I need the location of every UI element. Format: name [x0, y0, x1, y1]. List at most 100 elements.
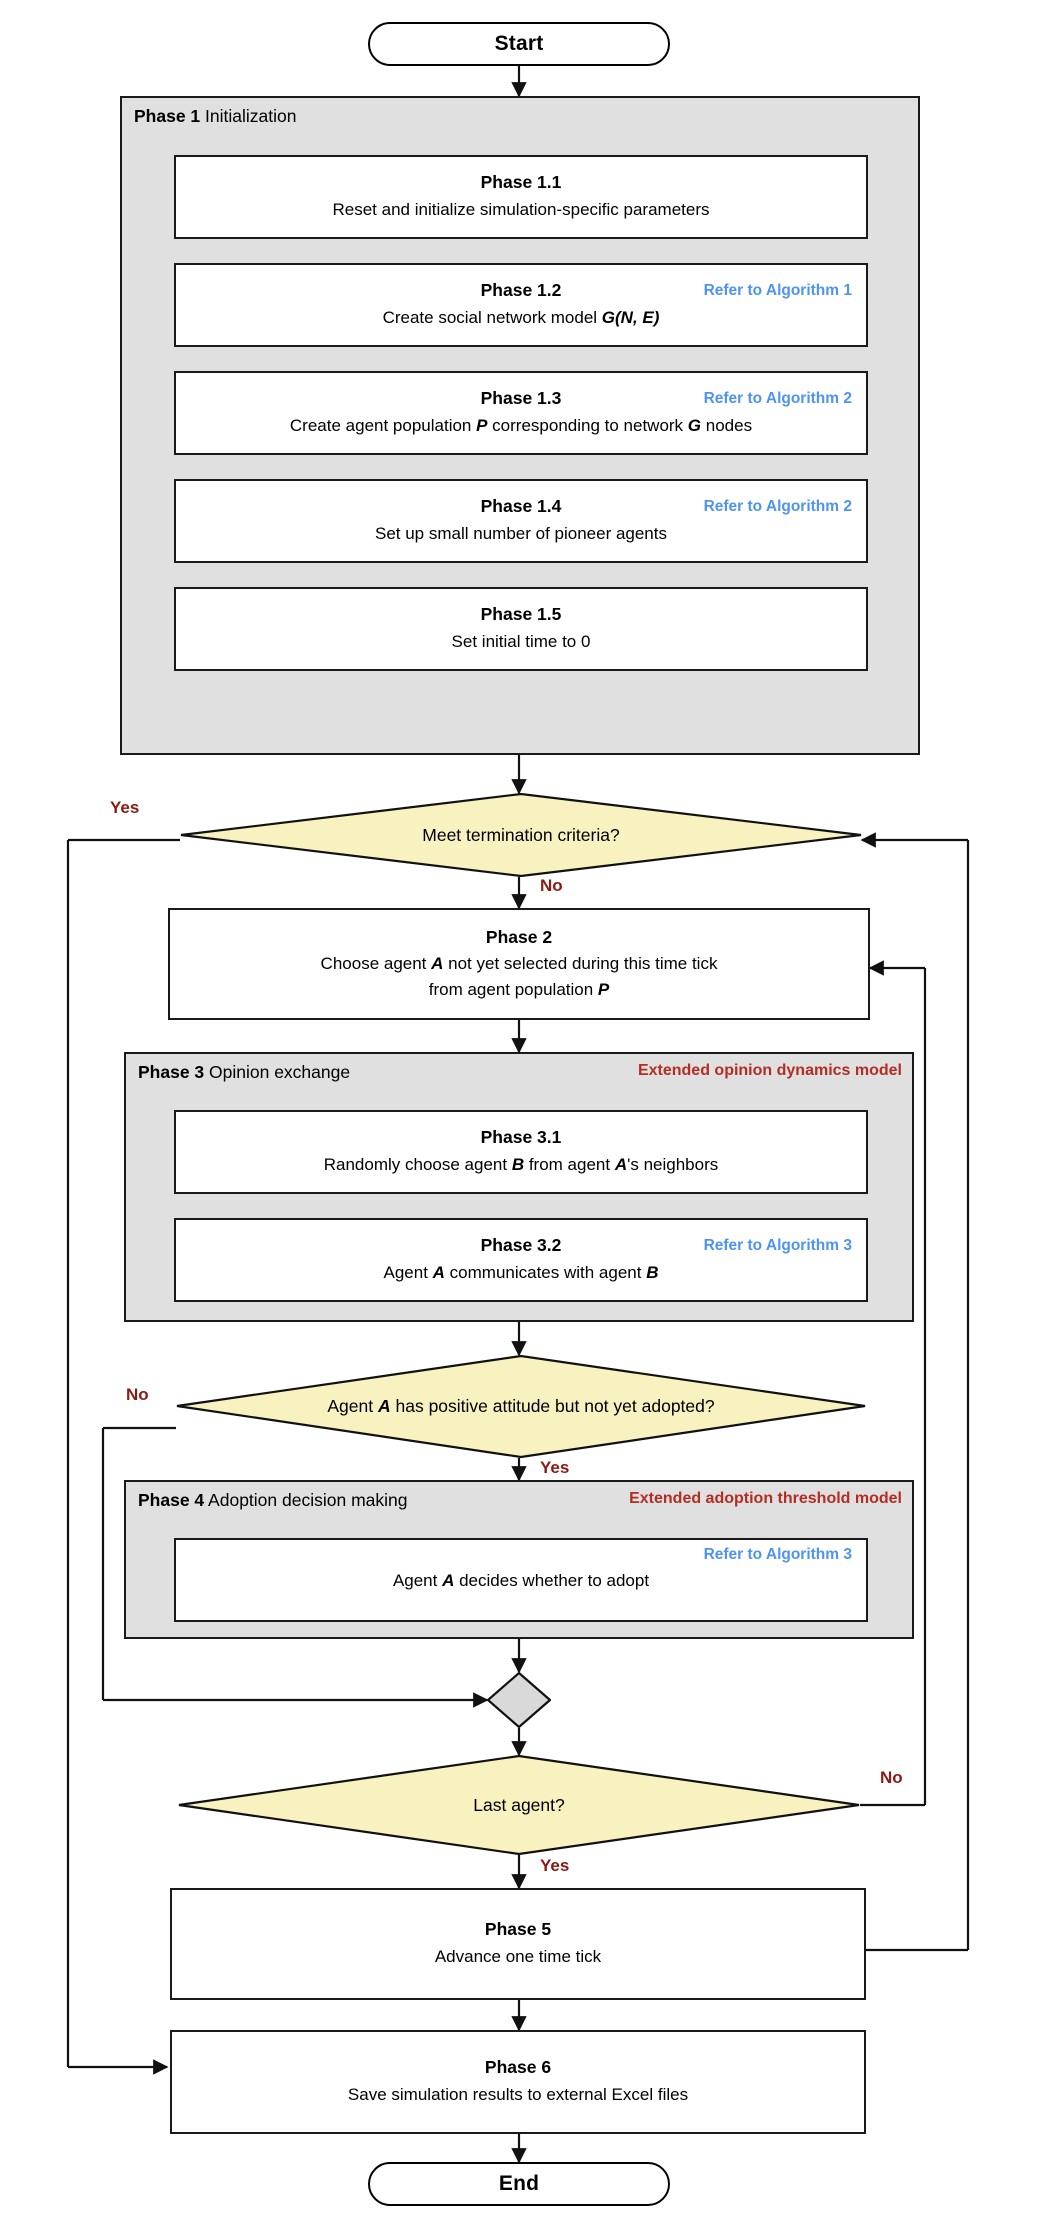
phase-5-body: Advance one time tick: [435, 1945, 601, 1970]
phase-1-3-algorithm-tag: Refer to Algorithm 2: [703, 390, 852, 408]
merge-decision-node: [487, 1672, 551, 1728]
phase-3-2-title: Phase 3.2: [480, 1235, 562, 1256]
decision-last-agent-label: Last agent?: [473, 1794, 565, 1815]
phase-1-1-title: Phase 1.1: [480, 172, 562, 193]
edge-label-last-agent-no: No: [880, 1768, 903, 1787]
decision-last-agent: Last agent?: [178, 1755, 860, 1855]
phase-1-2-body: Create social network model G(N, E): [383, 306, 660, 331]
phase-1-3-variable-g: G: [687, 415, 702, 435]
end-label: End: [498, 2172, 540, 2195]
phase-3-heading: Phase 3 Opinion exchange: [138, 1062, 350, 1083]
phase-3-2-variable-b: B: [646, 1262, 659, 1282]
phase-1-3-body: Create agent population P corresponding …: [290, 414, 752, 439]
phase-1-3-box: Phase 1.3 Refer to Algorithm 2 Create ag…: [174, 371, 868, 455]
phase-3-1-body: Randomly choose agent B from agent A's n…: [324, 1153, 718, 1178]
phase-3-2-algorithm-tag: Refer to Algorithm 3: [703, 1237, 852, 1255]
decision-attitude-shape: [176, 1355, 866, 1458]
decision-attitude-text-post: has positive attitude but not yet adopte…: [390, 1396, 715, 1416]
phase-5-text: Advance one time tick: [434, 1946, 602, 1966]
edge-label-attitude-yes: Yes: [540, 1458, 570, 1477]
phase-1-3-variable-p: P: [476, 415, 488, 435]
phase-1-2-algorithm-tag: Refer to Algorithm 1: [703, 282, 852, 300]
phase-3-1-box: Phase 3.1 Randomly choose agent B from a…: [174, 1110, 868, 1194]
edge-label-last-agent-yes: Yes: [540, 1856, 570, 1875]
phase-2-title: Phase 2: [485, 926, 553, 947]
phase-1-5-body: Set initial time to 0: [452, 630, 591, 655]
phase-3-2-text-mid: communicates with agent: [444, 1262, 647, 1282]
decision-attitude-text-pre: Agent: [327, 1396, 378, 1416]
phase-1-2-title: Phase 1.2: [480, 280, 562, 301]
phase-1-1-body: Reset and initialize simulation-specific…: [333, 198, 710, 223]
phase-1-3-text-pre: Create agent population: [289, 415, 477, 435]
phase-2-text-post: not yet selected during this time tick: [443, 954, 718, 974]
phase-1-4-algorithm-tag: Refer to Algorithm 2: [703, 498, 852, 516]
phase-1-4-body: Set up small number of pioneer agents: [375, 522, 667, 547]
decision-termination-shape: [180, 793, 862, 877]
phase-4-heading-rest: Adoption decision making: [204, 1490, 408, 1510]
phase-2-variable-a: A: [431, 954, 444, 974]
phase-3-2-body: Agent A communicates with agent B: [384, 1261, 659, 1286]
decision-attitude-variable-a: A: [377, 1396, 391, 1416]
phase-3-1-title: Phase 3.1: [480, 1127, 562, 1148]
phase-3-model-tag: Extended opinion dynamics model: [637, 1062, 902, 1079]
phase-2-body-line-1: Choose agent A not yet selected during t…: [321, 952, 718, 977]
phase-4-heading-bold: Phase 4: [138, 1490, 205, 1510]
phase-4-text-pre: Agent: [392, 1571, 443, 1590]
phase-4-step-box: Refer to Algorithm 3 Agent A decides whe…: [174, 1538, 868, 1622]
phase-2-text-pre: Choose agent: [320, 954, 432, 974]
edge-label-termination-yes: Yes: [110, 798, 140, 817]
phase-3-heading-rest: Opinion exchange: [204, 1062, 351, 1082]
phase-3-2-text-pre: Agent: [383, 1262, 433, 1282]
phase-1-heading-rest: Initialization: [200, 106, 297, 126]
phase-3-1-text-pre: Randomly choose agent: [323, 1154, 512, 1174]
start-terminator: Start: [368, 22, 670, 66]
phase-2-text2-pre: from agent population: [428, 979, 598, 999]
phase-1-3-text-mid: corresponding to network: [487, 415, 688, 435]
end-terminator: End: [368, 2162, 670, 2206]
phase-6-title: Phase 6: [484, 2057, 552, 2078]
decision-attitude-label: Agent A has positive attitude but not ye…: [327, 1396, 714, 1417]
phase-1-5-title: Phase 1.5: [480, 604, 562, 625]
phase-1-1-box: Phase 1.1 Reset and initialize simulatio…: [174, 155, 868, 239]
phase-1-heading-bold: Phase 1: [134, 106, 201, 126]
phase-3-2-box: Phase 3.2 Refer to Algorithm 3 Agent A c…: [174, 1218, 868, 1302]
phase-3-2-variable-a: A: [432, 1262, 445, 1282]
decision-termination-criteria: Meet termination criteria?: [180, 793, 862, 877]
phase-1-2-text: Create social network model: [382, 307, 602, 327]
edge-label-termination-no: No: [540, 876, 563, 895]
phase-6-body: Save simulation results to external Exce…: [348, 2083, 688, 2108]
phase-1-4-title: Phase 1.4: [480, 496, 562, 517]
phase-1-5-box: Phase 1.5 Set initial time to 0: [174, 587, 868, 671]
phase-1-2-variable: G(N, E): [601, 307, 660, 327]
phase-4-algorithm-tag: Refer to Algorithm 3: [703, 1546, 852, 1563]
phase-6-text: Save simulation results to external Exce…: [347, 2084, 689, 2104]
phase-5-title: Phase 5: [484, 1919, 552, 1940]
phase-1-3-text-post: nodes: [701, 415, 753, 435]
phase-3-heading-bold: Phase 3: [138, 1062, 205, 1082]
phase-3-1-text-post: 's neighbors: [627, 1154, 719, 1174]
phase-4-text-post: decides whether to adopt: [454, 1571, 650, 1590]
phase-3-1-text-mid: from agent: [524, 1154, 615, 1174]
phase-3-1-variable-a: A: [614, 1154, 628, 1174]
phase-2-variable-p: P: [597, 979, 610, 999]
phase-1-5-text: Set initial time to 0: [451, 631, 591, 651]
phase-4-variable-a: A: [442, 1571, 455, 1590]
phase-3-1-variable-b: B: [511, 1154, 525, 1174]
decision-last-agent-shape: [178, 1755, 860, 1855]
phase-1-4-text: Set up small number of pioneer agents: [374, 523, 667, 543]
decision-positive-attitude: Agent A has positive attitude but not ye…: [176, 1355, 866, 1458]
decision-termination-label: Meet termination criteria?: [422, 824, 620, 845]
phase-1-heading: Phase 1 Initialization: [134, 106, 296, 127]
phase-1-4-box: Phase 1.4 Refer to Algorithm 2 Set up sm…: [174, 479, 868, 563]
phase-4-heading: Phase 4 Adoption decision making: [138, 1490, 407, 1511]
phase-4-model-tag: Extended adoption threshold model: [629, 1490, 902, 1507]
phase-2-body-line-2: from agent population P: [429, 978, 610, 1003]
phase-2-box: Phase 2 Choose agent A not yet selected …: [168, 908, 870, 1020]
edge-label-attitude-no: No: [126, 1385, 149, 1404]
phase-4-step-body: Agent A decides whether to adopt: [393, 1569, 649, 1594]
phase-1-2-box: Phase 1.2 Refer to Algorithm 1 Create so…: [174, 263, 868, 347]
phase-6-box: Phase 6 Save simulation results to exter…: [170, 2030, 866, 2134]
phase-1-3-title: Phase 1.3: [480, 388, 562, 409]
start-label: Start: [494, 32, 544, 55]
